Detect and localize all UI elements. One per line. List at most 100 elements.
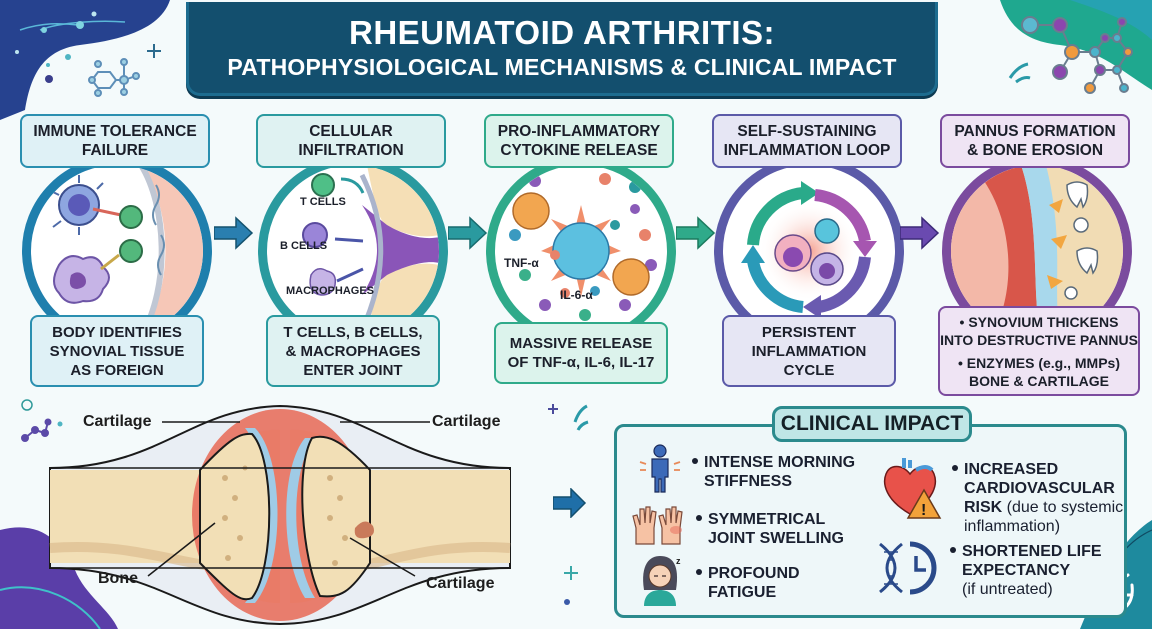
impact-life-expectancy: SHORTENED LIFE EXPECTANCY (if untreated): [876, 540, 1102, 599]
step-pannus-formation: PANNUS FORMATION & BONE EROSION • SYNOVI…: [930, 108, 1140, 398]
t-cells-label: T CELLS: [300, 196, 346, 208]
heading-line: INFLAMMATION LOOP: [723, 142, 891, 159]
impact-fatigue: z PROFOUND FATIGUE: [640, 554, 800, 606]
step-heading: CELLULAR INFILTRATION: [256, 114, 446, 168]
cytokine-burst-icon: [509, 173, 657, 321]
swollen-hands-icon: [632, 506, 683, 545]
macrophages-label: MACROPHAGES: [286, 285, 375, 297]
b-cells-label: B CELLS: [280, 240, 328, 252]
heading-line: PANNUS FORMATION: [954, 123, 1116, 140]
impact-text: JOINT SWELLING: [708, 530, 844, 547]
title-banner: RHEUMATOID ARTHRITIS: PATHOPHYSIOLOGICAL…: [186, 2, 938, 96]
bullet-line: • ENZYMES (e.g., MMPs): [957, 354, 1121, 371]
heading-line: PRO-INFLAMMATORY: [497, 123, 661, 140]
impact-text: INTENSE MORNING: [704, 454, 856, 471]
impact-text: SYMMETRICAL: [708, 511, 826, 528]
heading-line: INFILTRATION: [298, 142, 404, 159]
desc-line: BODY IDENTIFIES: [52, 323, 182, 341]
step-cellular-infiltration: CELLULAR INFILTRATION T CELLS B CELLS MA…: [246, 108, 456, 398]
step-description: • SYNOVIUM THICKENS INTO DESTRUCTIVE PAN…: [938, 306, 1140, 396]
bullet-line: BONE & CARTILAGE: [969, 372, 1109, 389]
dna-clock-icon: [879, 541, 937, 595]
svg-text:!: !: [921, 502, 926, 519]
desc-line: AS FOREIGN: [70, 361, 164, 379]
desc-line: ENTER JOINT: [303, 361, 403, 379]
clinical-impact-title: CLINICAL IMPACT: [772, 406, 972, 442]
heart-warning-icon: !: [883, 458, 942, 519]
bullet-icon: [692, 458, 698, 465]
clinical-impact-panel: [614, 424, 1127, 618]
tnf-alpha-label: TNF-α: [504, 256, 539, 270]
heading-line: & BONE EROSION: [966, 142, 1104, 159]
impact-text: EXPECTANCY: [962, 562, 1071, 579]
step-immune-tolerance-failure: IMMUNE TOLERANCE FAILURE BODY IDENTIFIES…: [10, 108, 220, 398]
step-description: MASSIVE RELEASE OF TNF-α, IL-6, IL-17: [494, 322, 668, 384]
heading-line: FAILURE: [81, 142, 149, 159]
title-main: RHEUMATOID ARTHRITIS:: [348, 14, 776, 51]
step-heading: PANNUS FORMATION & BONE EROSION: [940, 114, 1130, 168]
heading-line: CYTOKINE RELEASE: [500, 142, 658, 159]
step-description: PERSISTENT INFLAMMATION CYCLE: [722, 315, 896, 387]
impact-line: INCREASED: [952, 460, 1123, 479]
flow-arrow-icon: [900, 216, 940, 250]
immune-cells-attacking-synovium-icon: [50, 165, 203, 337]
tired-woman-icon: z: [643, 556, 681, 606]
step-heading: PRO-INFLAMMATORY CYTOKINE RELEASE: [484, 114, 674, 168]
impact-text: CARDIOVASCULAR: [964, 480, 1115, 497]
impact-text: STIFFNESS: [704, 473, 793, 490]
label-cartilage-top-left: Cartilage: [83, 413, 152, 430]
svg-text:z: z: [676, 556, 681, 566]
heading-line: CELLULAR: [309, 123, 393, 140]
impact-cardiovascular-risk: ! INCREASED CARDIOVASCULAR RISK (due to …: [880, 456, 1123, 536]
desc-line: SYNOVIAL TISSUE: [49, 342, 185, 360]
desc-line: OF TNF-α, IL-6, IL-17: [507, 354, 655, 371]
cycle-arrows-icon: [741, 181, 877, 319]
impact-text: PROFOUND: [708, 565, 800, 582]
step-heading: SELF-SUSTAINING INFLAMMATION LOOP: [712, 114, 902, 168]
impact-text: inflammation): [964, 518, 1061, 535]
desc-line: MASSIVE RELEASE: [509, 335, 653, 352]
impact-text: RISK: [964, 499, 1003, 516]
bullet-icon: [696, 515, 702, 522]
molecule-icon: [88, 58, 140, 97]
impact-text: (if untreated): [962, 581, 1053, 598]
heading-line: IMMUNE TOLERANCE: [33, 123, 197, 140]
step-heading: IMMUNE TOLERANCE FAILURE: [20, 114, 210, 168]
stiff-person-icon: [639, 444, 681, 493]
impact-line: INTENSE MORNING: [692, 453, 855, 472]
bullet-line: INTO DESTRUCTIVE PANNUS: [940, 331, 1138, 348]
step-illustration-ring: [258, 156, 448, 346]
rheumatoid-joint-cross-section: [49, 404, 511, 626]
desc-line: CYCLE: [783, 361, 835, 379]
step-description: BODY IDENTIFIES SYNOVIAL TISSUE AS FOREI…: [30, 315, 204, 387]
step-cytokine-release: PRO-INFLAMMATORY CYTOKINE RELEASE TNF-α …: [474, 108, 684, 398]
label-cartilage-bottom-right: Cartilage: [426, 575, 495, 592]
bullet-icon: [952, 465, 958, 472]
impact-text: INCREASED: [964, 461, 1059, 478]
step-illustration-ring: [486, 156, 676, 346]
flow-arrow-icon: [214, 216, 254, 250]
impact-line: SHORTENED LIFE: [950, 542, 1102, 561]
bullet-icon: [696, 569, 702, 576]
step-illustration-ring: [22, 156, 212, 346]
impact-text: SHORTENED LIFE: [962, 543, 1102, 560]
il6-label: IL-6-α: [560, 288, 593, 302]
impact-line: PROFOUND: [696, 564, 800, 583]
title-subtitle: PATHOPHYSIOLOGICAL MECHANISMS & CLINICAL…: [227, 54, 897, 80]
desc-line: & MACROPHAGES: [285, 342, 421, 360]
flow-arrow-icon: [448, 216, 488, 250]
impact-joint-swelling: SYMMETRICAL JOINT SWELLING: [630, 500, 844, 548]
step-description: T CELLS, B CELLS, & MACROPHAGES ENTER JO…: [266, 315, 440, 387]
bullet-line: • SYNOVIUM THICKENS: [959, 313, 1119, 330]
flow-arrow-icon: [553, 488, 587, 518]
step-inflammation-loop: SELF-SUSTAINING INFLAMMATION LOOP PERSIS…: [702, 108, 912, 398]
impact-text: (due to systemic: [1002, 499, 1124, 516]
desc-line: T CELLS, B CELLS,: [283, 323, 423, 341]
desc-line: INFLAMMATION: [751, 342, 867, 360]
bullet-icon: [950, 547, 956, 554]
heading-line: SELF-SUSTAINING: [737, 123, 877, 140]
flow-arrow-icon: [676, 216, 716, 250]
impact-morning-stiffness: INTENSE MORNING STIFFNESS: [636, 444, 855, 494]
impact-line: SYMMETRICAL: [696, 510, 844, 529]
molecule-icon-right: [1021, 16, 1133, 94]
